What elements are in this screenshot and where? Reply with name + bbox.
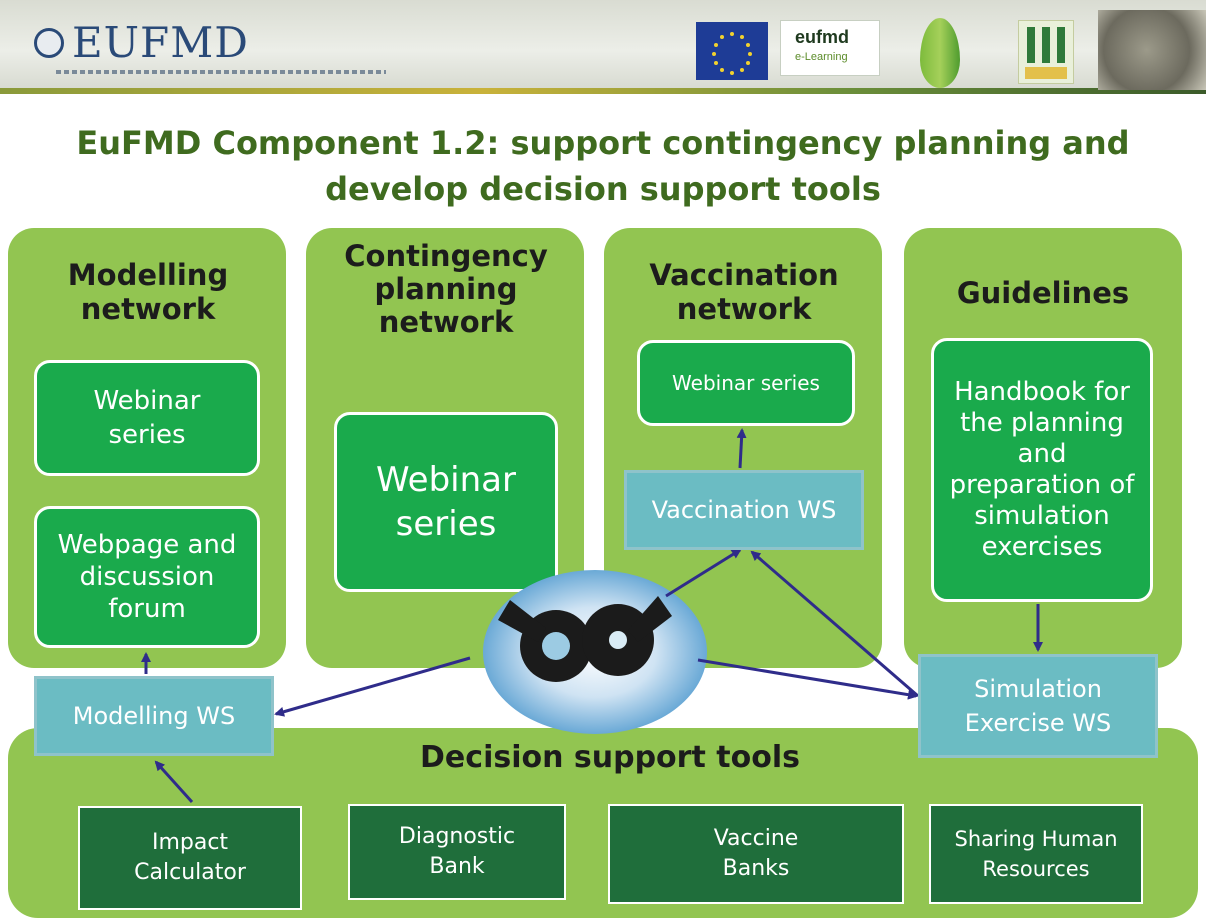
vaccination-webinar-series: Webinar series <box>637 340 855 426</box>
vaccination-network-heading: Vaccination network <box>649 258 839 326</box>
tool-sharing-human-resources: Sharing Human Resources <box>929 804 1143 904</box>
contingency-webinar-series: Webinar series <box>334 412 558 592</box>
eu-flag-icon <box>696 22 768 80</box>
tool-diagnostic-bank: Diagnostic Bank <box>348 804 566 900</box>
simulation-exercise-ws: Simulation Exercise WS <box>918 654 1158 758</box>
vaccination-ws: Vaccination WS <box>624 470 864 550</box>
simulation-handbook: Handbook for the planning and preparatio… <box>931 338 1153 602</box>
decision-support-heading: Decision support tools <box>420 740 800 775</box>
slide-title: EuFMD Component 1.2: support contingency… <box>76 124 1130 208</box>
webpage-discussion-forum: Webpage and discussion forum <box>34 506 260 648</box>
leaf-logo-icon <box>920 18 960 88</box>
sculpture-image <box>1098 10 1206 90</box>
banner-stripe <box>0 88 1206 94</box>
efmd-logo-line1: eufmd <box>795 27 849 47</box>
tool-vaccine-banks: Vaccine Banks <box>608 804 904 904</box>
modelling-network-heading: Modelling network <box>67 258 229 326</box>
gears-graphic <box>483 570 707 734</box>
logo-subtitle-graphic <box>56 70 386 74</box>
contingency-planning-network-heading: Contingency planning network <box>344 239 548 339</box>
connector-arrows <box>141 428 1043 804</box>
banner <box>0 0 1206 92</box>
tool-impact-calculator: Impact Calculator <box>78 806 302 910</box>
fao-logo-icon <box>34 28 64 58</box>
efmd-elearning-logo: eufmd e-Learning <box>780 20 880 76</box>
modelling-ws: Modelling WS <box>34 676 274 756</box>
guidelines-heading: Guidelines <box>956 276 1130 310</box>
efmd-logo-line2: e-Learning <box>795 51 848 63</box>
eufmd-logo: EUFMD <box>72 18 249 67</box>
roman-three-logo-icon <box>1018 20 1074 84</box>
modelling-webinar-series: Webinar series <box>34 360 260 476</box>
